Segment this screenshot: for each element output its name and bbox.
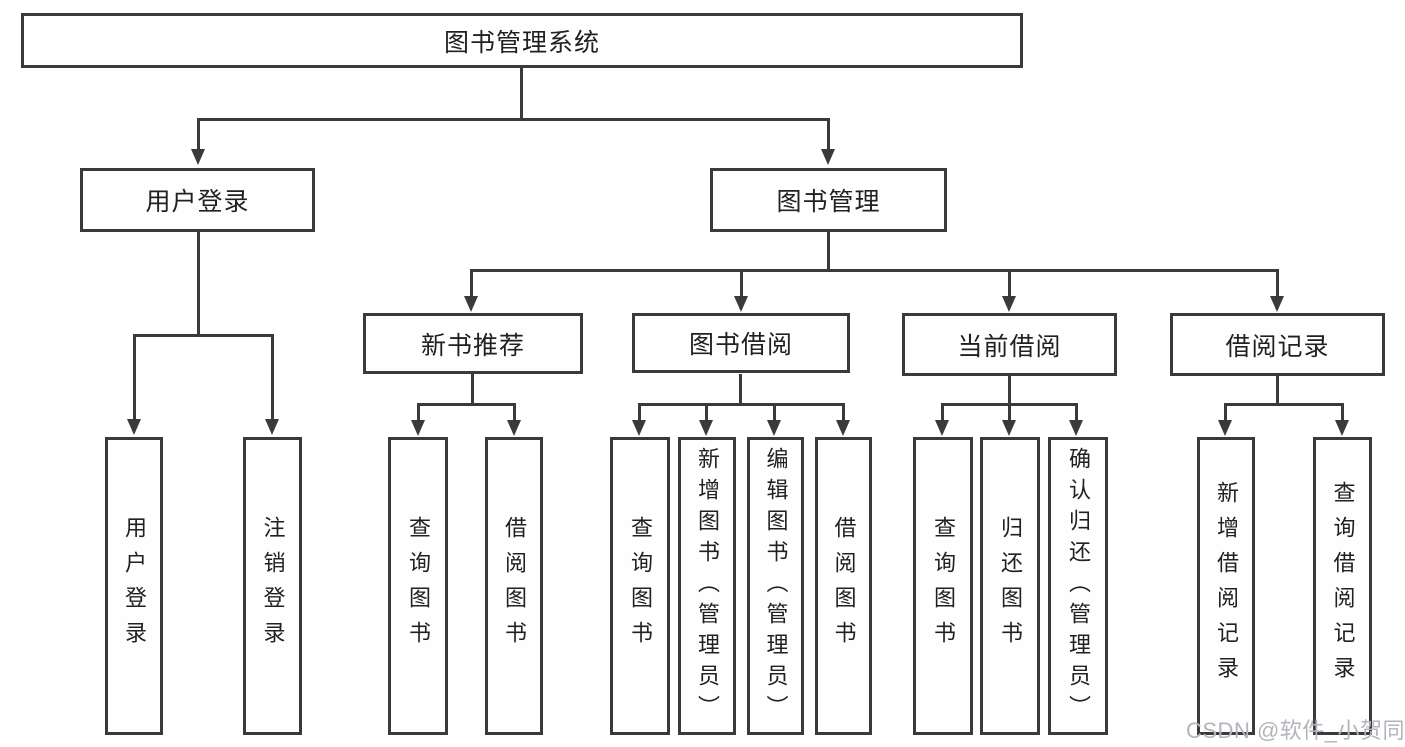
node-leaf-query-book-borrowing: 查询图书 bbox=[610, 437, 670, 735]
arrowhead bbox=[821, 149, 835, 165]
node-leaf-query-borrow-record: 查询借阅记录 bbox=[1313, 437, 1372, 735]
arrowhead bbox=[1002, 420, 1016, 436]
connector-line bbox=[705, 403, 708, 421]
connector-line bbox=[271, 334, 274, 420]
node-book-management: 图书管理 bbox=[710, 168, 947, 232]
node-label: 新增图书（管理员） bbox=[695, 446, 720, 726]
node-label: 新增借阅记录 bbox=[1214, 481, 1239, 691]
node-book-borrowing: 图书借阅 bbox=[632, 313, 850, 373]
arrowhead bbox=[191, 149, 205, 165]
arrowhead bbox=[632, 420, 646, 436]
node-current-borrowing: 当前借阅 bbox=[902, 313, 1117, 376]
connector-line bbox=[197, 118, 200, 150]
connector-line bbox=[842, 403, 845, 421]
node-label: 图书管理 bbox=[776, 188, 881, 216]
node-label: 当前借阅 bbox=[957, 332, 1062, 361]
node-new-book-recommend: 新书推荐 bbox=[363, 313, 583, 374]
arrowhead bbox=[265, 419, 279, 435]
connector-line bbox=[417, 403, 420, 421]
node-label: 借阅图书 bbox=[502, 516, 527, 656]
connector-line bbox=[1008, 403, 1011, 421]
node-label: 归还图书 bbox=[998, 516, 1023, 656]
node-label: 编辑图书（管理员） bbox=[763, 446, 789, 726]
node-leaf-query-book-newrec: 查询图书 bbox=[388, 437, 448, 735]
connector-line bbox=[638, 403, 641, 421]
arrowhead bbox=[127, 419, 141, 435]
node-label: 借阅记录 bbox=[1225, 332, 1330, 361]
node-label: 查询图书 bbox=[406, 516, 431, 656]
node-leaf-user-login: 用户登录 bbox=[105, 437, 163, 735]
arrowhead bbox=[1069, 420, 1083, 436]
node-label: 图书管理系统 bbox=[443, 28, 600, 57]
node-label: 借阅图书 bbox=[831, 516, 857, 656]
node-label: 注销登录 bbox=[260, 516, 286, 656]
node-leaf-query-book-current: 查询图书 bbox=[913, 437, 973, 735]
node-leaf-edit-book-admin: 编辑图书（管理员） bbox=[747, 437, 804, 735]
connector-line bbox=[471, 374, 474, 405]
connector-line bbox=[520, 68, 523, 118]
connector-line bbox=[1276, 269, 1279, 297]
node-label: 查询图书 bbox=[628, 516, 653, 656]
connector-line bbox=[1341, 403, 1344, 421]
node-label: 图书借阅 bbox=[688, 331, 793, 359]
node-leaf-borrow-book-borrowing: 借阅图书 bbox=[815, 437, 872, 735]
connector-line bbox=[1008, 269, 1011, 297]
connector-line bbox=[1075, 403, 1078, 421]
connector-line bbox=[638, 403, 845, 406]
connector-line bbox=[513, 403, 516, 421]
connector-line bbox=[827, 118, 830, 150]
arrowhead bbox=[836, 420, 850, 436]
arrowhead bbox=[734, 296, 748, 312]
arrowhead bbox=[767, 420, 781, 436]
connector-line bbox=[1008, 374, 1011, 405]
node-leaf-borrow-book-newrec: 借阅图书 bbox=[485, 437, 543, 735]
arrowhead bbox=[1270, 296, 1284, 312]
watermark: CSDN @软件_小贺同学 bbox=[1186, 718, 1405, 743]
connector-line bbox=[470, 269, 473, 297]
node-root: 图书管理系统 bbox=[21, 13, 1023, 68]
node-label: 用户登录 bbox=[145, 188, 250, 216]
node-leaf-confirm-return-admin: 确认归还（管理员） bbox=[1048, 437, 1108, 735]
connector-line bbox=[133, 334, 136, 420]
arrowhead bbox=[411, 420, 425, 436]
connector-line bbox=[827, 232, 830, 271]
arrowhead bbox=[1335, 420, 1349, 436]
node-leaf-logout: 注销登录 bbox=[243, 437, 302, 735]
connector-line bbox=[1224, 403, 1343, 406]
arrowhead bbox=[464, 296, 478, 312]
connector-line bbox=[197, 118, 829, 121]
arrowhead bbox=[1002, 296, 1016, 312]
node-label: 查询借阅记录 bbox=[1330, 481, 1356, 691]
node-leaf-add-book-admin: 新增图书（管理员） bbox=[678, 437, 736, 735]
connector-line bbox=[1276, 374, 1279, 405]
node-user-login: 用户登录 bbox=[80, 168, 315, 232]
connector-line bbox=[739, 374, 742, 405]
connector-line bbox=[773, 403, 776, 421]
node-label: 新书推荐 bbox=[420, 331, 525, 360]
arrowhead bbox=[935, 420, 949, 436]
node-label: 查询图书 bbox=[931, 516, 956, 656]
arrowhead bbox=[507, 420, 521, 436]
connector-line bbox=[417, 403, 516, 406]
connector-line bbox=[197, 232, 200, 336]
arrowhead bbox=[1218, 420, 1232, 436]
connector-line bbox=[470, 269, 1279, 272]
connector-line bbox=[941, 403, 944, 421]
node-label: 用户登录 bbox=[122, 516, 147, 656]
connector-line bbox=[740, 269, 743, 297]
arrowhead bbox=[699, 420, 713, 436]
node-leaf-add-borrow-record: 新增借阅记录 bbox=[1197, 437, 1255, 735]
node-leaf-return-book: 归还图书 bbox=[980, 437, 1040, 735]
node-borrowing-records: 借阅记录 bbox=[1170, 313, 1385, 376]
connector-line bbox=[1224, 403, 1227, 421]
connector-line bbox=[133, 334, 273, 337]
node-label: 确认归还（管理员） bbox=[1066, 446, 1091, 726]
